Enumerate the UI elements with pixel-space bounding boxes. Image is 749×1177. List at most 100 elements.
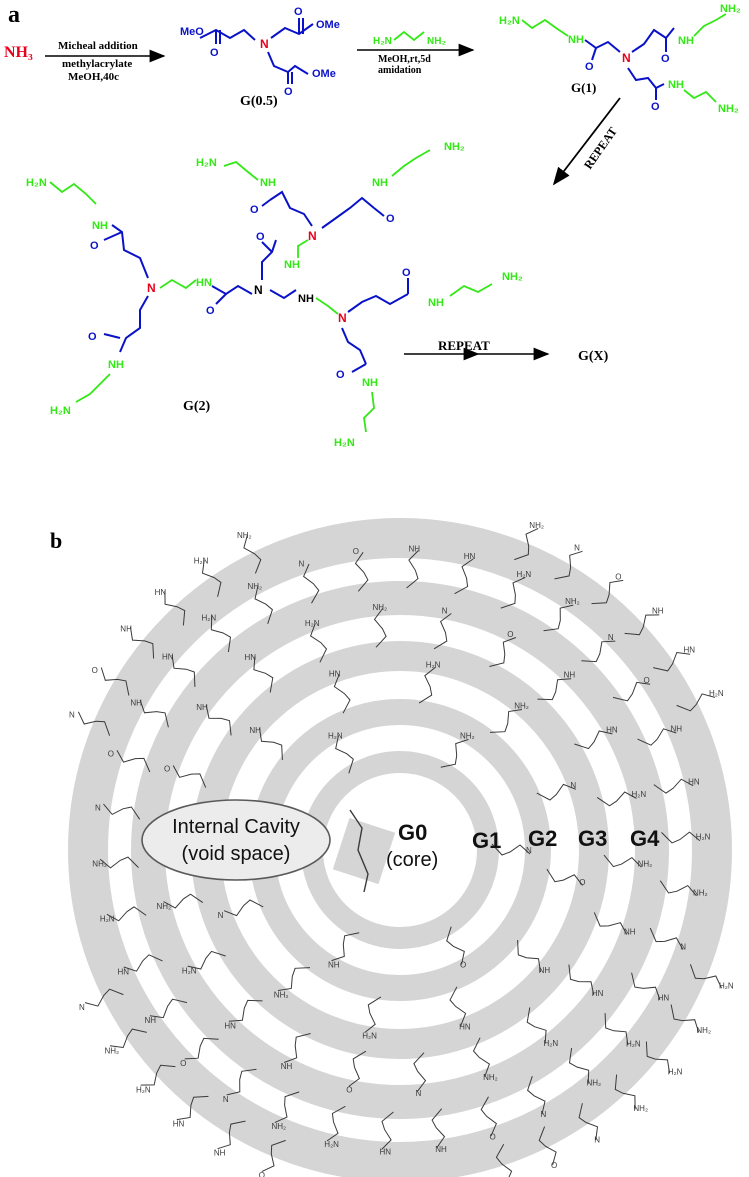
branch-bond bbox=[77, 711, 111, 736]
branch-atom-label: O bbox=[180, 1059, 186, 1068]
branch-atom-label: H₂N bbox=[202, 613, 217, 622]
g2-label: G(2) bbox=[183, 399, 211, 414]
branch-bond bbox=[649, 927, 684, 950]
branch-atom-label: HN bbox=[606, 725, 618, 734]
branch-atom-label: N bbox=[526, 846, 532, 855]
g1-o-right: O bbox=[661, 53, 670, 65]
g2-nh-up: NH bbox=[284, 259, 300, 271]
core-unit bbox=[332, 809, 396, 893]
g2-n-core: N bbox=[254, 283, 263, 297]
g1-chain-right-green bbox=[693, 13, 727, 37]
branch-atom-label: HN bbox=[380, 1148, 392, 1157]
branch-bond bbox=[129, 626, 155, 659]
branch-bond bbox=[172, 765, 207, 788]
branch-bond bbox=[514, 527, 539, 561]
step2-reagent-left: H₂N bbox=[373, 36, 392, 47]
core-block bbox=[332, 817, 396, 885]
g2-chain-right-link bbox=[315, 297, 339, 315]
branch-atom-label: NH₂ bbox=[92, 859, 107, 868]
branch-bond bbox=[333, 673, 351, 714]
g1-arm-bottom bbox=[627, 67, 665, 90]
branch-atom-label: HN bbox=[329, 670, 341, 679]
branch-bond bbox=[243, 534, 262, 574]
g2-nh-right-lower: NH bbox=[362, 377, 378, 389]
branch-bond bbox=[568, 964, 595, 996]
branch-atom-label: NH bbox=[435, 1145, 447, 1154]
branch-atom-label: H₂N bbox=[626, 1039, 641, 1048]
ammonia-reactant: NH₃ bbox=[4, 44, 33, 61]
g2-blue-right-lower bbox=[341, 327, 367, 365]
g2-hn-link-1: HN bbox=[196, 277, 212, 289]
step3-label: REPEAT bbox=[581, 125, 620, 172]
internal-cavity: Internal Cavity (void space) bbox=[141, 799, 331, 881]
branch-bond bbox=[546, 868, 583, 886]
g1-chain-bottom-green bbox=[683, 89, 717, 103]
branch-atom-label: NH bbox=[671, 725, 683, 734]
branch-bond bbox=[149, 998, 188, 1019]
branch-atom-label: HN bbox=[155, 588, 167, 597]
branch-atom-label: HN bbox=[464, 552, 476, 561]
branch-atom-label: NH bbox=[652, 607, 664, 616]
g2-nh-top-right: NH bbox=[372, 177, 388, 189]
core-label: G0 bbox=[398, 820, 427, 845]
g05-o-bottom: O bbox=[284, 86, 293, 98]
branch-atom-label: H₂N bbox=[362, 1031, 377, 1040]
g05-meo-left: MeO bbox=[180, 26, 204, 38]
branch-atom-label: H₂N bbox=[544, 1039, 559, 1048]
branch-bond bbox=[568, 1047, 590, 1084]
g2-blue-right-upper bbox=[347, 293, 409, 313]
step1-line1: Micheal addition bbox=[58, 40, 138, 52]
g2-chain-up bbox=[297, 239, 309, 258]
branch-bond bbox=[614, 1074, 636, 1110]
g2-nh-right-link: NH bbox=[298, 293, 314, 305]
branch-bond bbox=[254, 585, 273, 624]
branch-bond bbox=[259, 727, 283, 761]
branch-bond bbox=[373, 608, 387, 648]
branch-atom-label: NH₂ bbox=[696, 1026, 711, 1035]
branch-atom-label: NH bbox=[564, 671, 576, 680]
branch-bond bbox=[226, 1068, 257, 1096]
branch-bond bbox=[253, 656, 274, 693]
branch-bond bbox=[637, 728, 677, 746]
branch-atom-label: NH₂ bbox=[105, 1046, 120, 1055]
branch-atom-label: NH bbox=[130, 699, 142, 708]
g2-chain-right-upper bbox=[449, 283, 493, 297]
branch-bond bbox=[413, 1052, 427, 1092]
generation-label-g2: G2 bbox=[528, 826, 557, 851]
step2-reagent-chain bbox=[393, 30, 425, 42]
step2-conditions: H₂N NH₂ MeOH,rt,5d amidation bbox=[357, 30, 475, 76]
g1-structure: H₂N NH O N O NH NH₂ O NH NH₂ G(1) bbox=[499, 3, 741, 115]
step3-arrow bbox=[552, 97, 621, 186]
branch-atom-label: HN bbox=[592, 989, 604, 998]
g2-h2n-top-left: H₂N bbox=[196, 157, 217, 169]
branch-atom-label: NH₂ bbox=[529, 521, 544, 530]
branch-atom-label: N bbox=[416, 1089, 422, 1098]
branch-atom-label: NH bbox=[249, 726, 261, 735]
gx-label: G(X) bbox=[578, 349, 609, 364]
g2-n-left: N bbox=[147, 281, 156, 295]
branch-atom-label: HN bbox=[118, 968, 130, 977]
branch-atom-label: O bbox=[92, 666, 98, 675]
g05-n-center: N bbox=[260, 37, 269, 51]
branch-bond bbox=[106, 906, 147, 922]
branch-bond bbox=[631, 972, 661, 1001]
branch-atom-label: HN bbox=[173, 1120, 185, 1129]
branch-bond bbox=[449, 986, 467, 1027]
branch-bond bbox=[187, 950, 226, 970]
branch-atom-label: H₂N bbox=[194, 557, 209, 566]
branch-atom-label: NH bbox=[409, 544, 421, 553]
branch-bond bbox=[431, 1108, 446, 1148]
branch-bond bbox=[184, 1037, 219, 1060]
branch-atom-label: H₂N bbox=[324, 1140, 339, 1149]
g2-blue-top-left bbox=[269, 190, 313, 227]
step4-repeat: REPEAT bbox=[404, 338, 550, 361]
g05-ome-right: OMe bbox=[316, 19, 340, 31]
branch-bond bbox=[261, 1139, 286, 1173]
branch-bond bbox=[354, 552, 369, 592]
branch-atom-label: H₂N bbox=[632, 790, 647, 799]
g05-o-right: O bbox=[294, 6, 303, 18]
branch-atom-label: O bbox=[108, 750, 114, 759]
branch-bond bbox=[433, 613, 452, 650]
branch-bond bbox=[543, 604, 574, 632]
